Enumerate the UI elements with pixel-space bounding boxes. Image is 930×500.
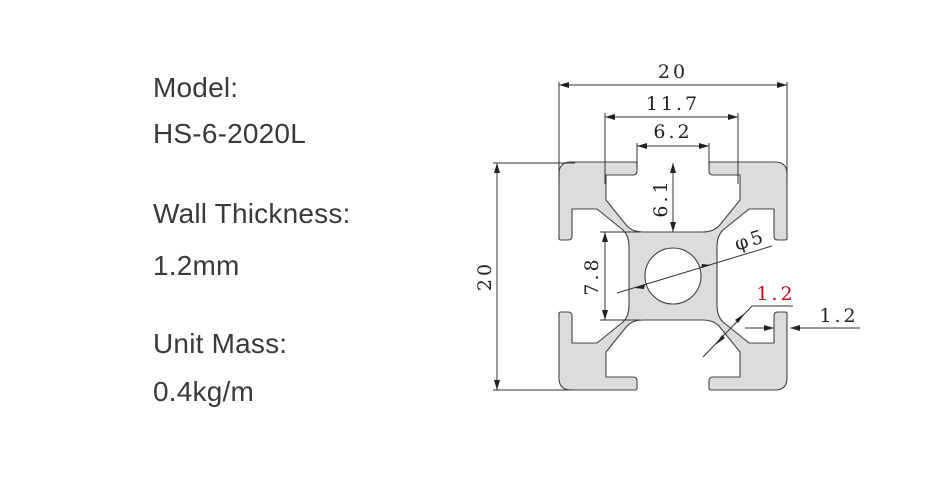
dimension-slot-inner: 11.7 — [604, 93, 739, 184]
wall-thickness-label: Wall Thickness: — [153, 198, 351, 229]
slot-opening-label: 6.2 — [653, 121, 692, 143]
slot-depth-label: 6.1 — [650, 178, 672, 217]
width-label: 20 — [658, 61, 688, 83]
unit-mass-label: Unit Mass: — [153, 328, 288, 359]
dimension-height: 20 — [474, 162, 575, 391]
dimension-width: 20 — [558, 61, 788, 185]
dimension-slot-opening: 6.2 — [636, 121, 710, 168]
core-label: 7.8 — [581, 256, 603, 295]
wall-thickness-value: 1.2mm — [153, 250, 240, 281]
model-value: HS-6-2020L — [153, 118, 306, 149]
wall-thickness-dim-label: 1.2 — [819, 305, 858, 327]
slot-inner-label: 11.7 — [646, 93, 700, 115]
model-label: Model: — [153, 72, 239, 103]
unit-mass-value: 0.4kg/m — [153, 376, 254, 407]
dimension-slot-depth: 6.1 — [650, 163, 676, 232]
web-thickness-label: 1.2 — [756, 283, 795, 305]
dimension-core: 7.8 — [581, 231, 640, 321]
dimension-wall-thickness: 1.2 — [745, 305, 860, 331]
height-label: 20 — [474, 261, 496, 291]
bore-label: φ5 — [732, 225, 768, 255]
dimension-web-thickness: 1.2 — [702, 283, 795, 358]
